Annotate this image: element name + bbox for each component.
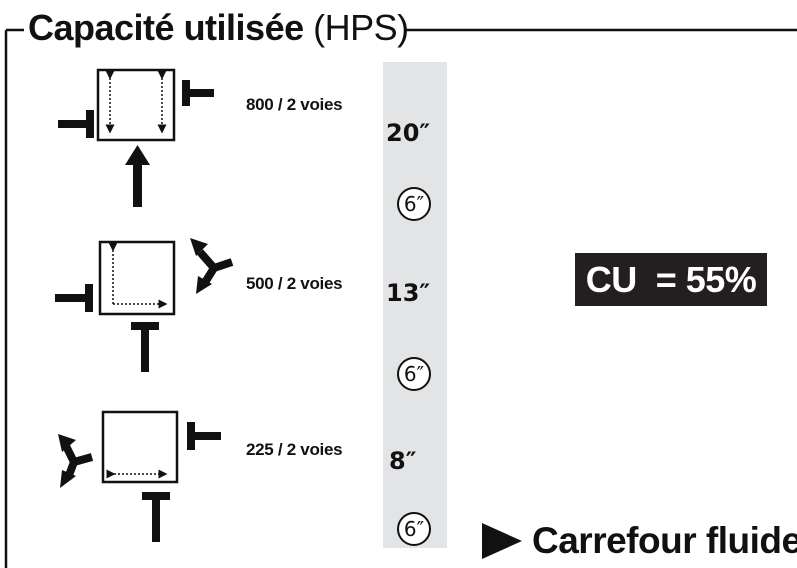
phase-2-flow-label: 500 / 2 voies bbox=[246, 274, 343, 293]
title-main: Capacité utilisée bbox=[28, 7, 304, 48]
phase-3-green-time: 8″ bbox=[389, 447, 417, 475]
phase-1-stop-left bbox=[58, 120, 94, 128]
phase-2-stop-bottom-bar bbox=[131, 322, 159, 330]
phase-2-green-time: 13″ bbox=[386, 279, 431, 307]
phase-1-box bbox=[96, 68, 176, 142]
phase-2-split-arrow-upper bbox=[196, 249, 234, 273]
phase-1-stop-left-bar bbox=[86, 110, 94, 138]
phase-3-intersection-icon bbox=[58, 410, 221, 542]
phase-3-stop-right-bar bbox=[187, 422, 195, 450]
result-text: Carrefour fluide bbox=[532, 520, 797, 561]
phase-3-clearance-badge: 6″ bbox=[397, 512, 431, 546]
phase-3-stop-right bbox=[187, 432, 221, 440]
phase-3-flow-label: 225 / 2 voies bbox=[246, 440, 343, 459]
play-arrow-icon bbox=[482, 523, 522, 559]
phase-1-green-time: 20″ bbox=[386, 119, 431, 147]
timing-column bbox=[383, 62, 447, 548]
phase-1-through-arrow-head bbox=[125, 145, 150, 165]
phase-2-clearance-badge: 6″ bbox=[397, 357, 431, 391]
phase-1-intersection-icon bbox=[58, 68, 214, 207]
phase-3-stop-bottom-bar bbox=[142, 492, 170, 500]
phase-2-split-arrow-lower-head bbox=[196, 276, 212, 294]
result-line: Carrefour fluide bbox=[478, 520, 797, 562]
phase-2-stop-left bbox=[55, 294, 93, 302]
phase-2-stop-bottom bbox=[141, 326, 149, 372]
title-period: (HPS) bbox=[313, 7, 409, 48]
phase-2-split-arrow-upper-head bbox=[190, 238, 208, 256]
cu-separator bbox=[637, 259, 656, 301]
phase-2-intersection-icon bbox=[55, 238, 234, 372]
phase-3-split-arrow-lower-head bbox=[60, 470, 76, 488]
phase-3-stop-bottom bbox=[152, 496, 160, 542]
phase-2-stop-left-bar bbox=[85, 284, 93, 312]
phase-3-box bbox=[101, 410, 179, 484]
phase-1-clearance-badge: 6″ bbox=[397, 187, 431, 221]
cu-label: CU bbox=[585, 258, 638, 300]
cu-value: = 55% bbox=[655, 258, 757, 300]
phase-1-flow-label: 800 / 2 voies bbox=[246, 95, 343, 114]
phase-3-split-arrow-upper-head bbox=[58, 434, 76, 452]
phase-1-stop-right-bar bbox=[182, 80, 190, 106]
phase-3-split-arrow-upper bbox=[62, 444, 94, 467]
diagram-title: Capacité utilisée (HPS) bbox=[28, 8, 409, 48]
phase-1-stop-right bbox=[182, 89, 214, 97]
phase-2-box bbox=[98, 240, 176, 316]
capacity-utilization-badge: CU = 55% bbox=[575, 253, 767, 306]
phase-1-through-arrow-shaft bbox=[133, 160, 142, 207]
